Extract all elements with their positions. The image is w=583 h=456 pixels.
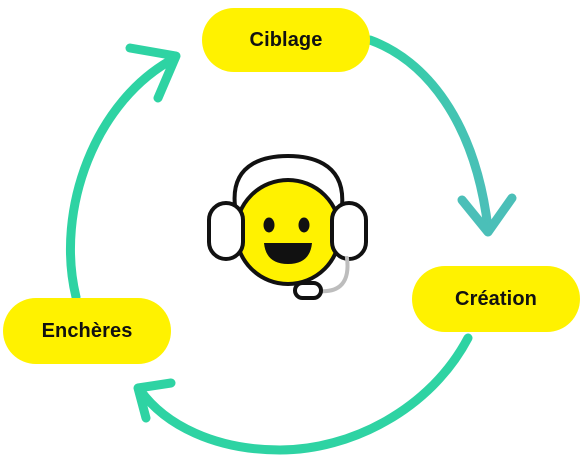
- support-agent-icon: [207, 153, 368, 300]
- arrow-encheres-to-ciblage: [65, 43, 181, 302]
- arrow-creation-to-encheres: [133, 333, 473, 455]
- step-creation: Création: [412, 266, 580, 332]
- step-creation-label: Création: [455, 287, 537, 310]
- arrow-ciblage-to-creation: [365, 35, 517, 237]
- step-encheres-label: Enchères: [41, 319, 133, 342]
- step-ciblage: Ciblage: [202, 8, 370, 72]
- step-ciblage-label: Ciblage: [249, 28, 323, 51]
- step-encheres: Enchères: [3, 298, 171, 364]
